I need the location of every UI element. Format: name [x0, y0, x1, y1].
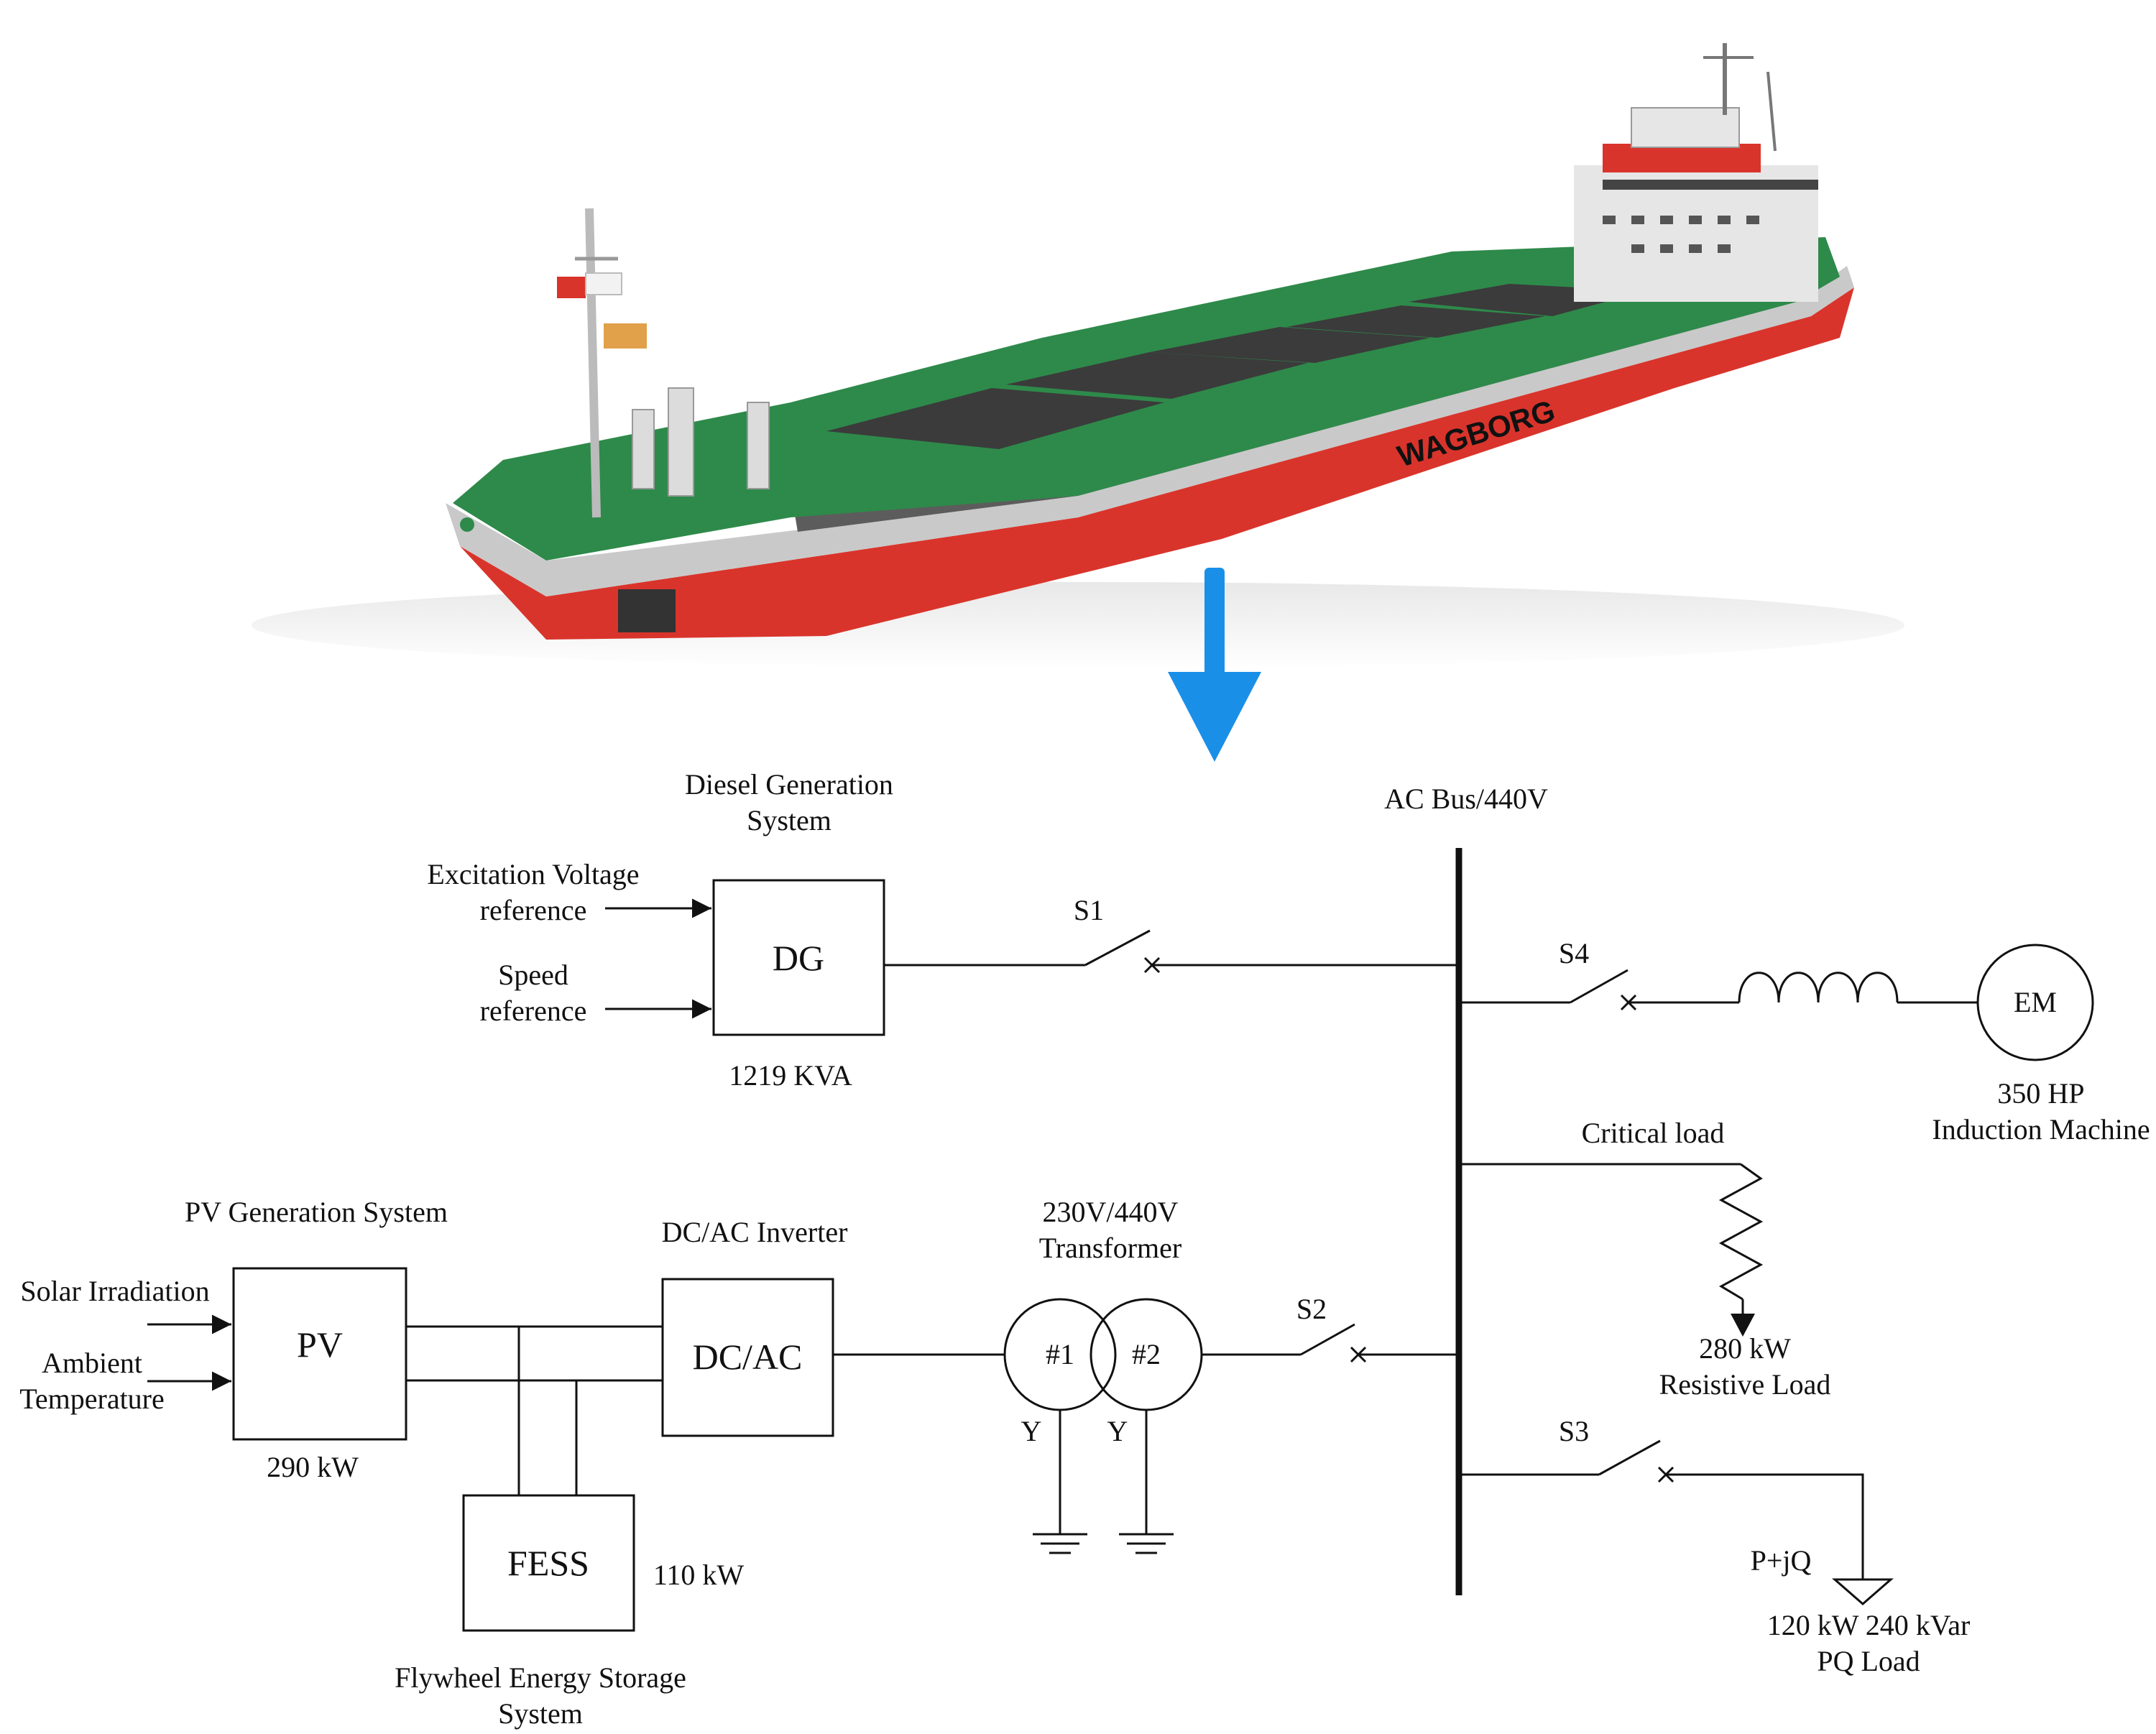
ship-porthole — [553, 528, 568, 543]
ambient-label-line2: Temperature — [19, 1383, 165, 1415]
ship-flag-red — [557, 277, 586, 298]
pq-symbol-label: P+jQ — [1751, 1544, 1812, 1577]
switch-s1-blade — [1084, 929, 1151, 967]
pv-box — [232, 1267, 407, 1441]
motor-label: EM — [2014, 986, 2057, 1018]
inverter-box — [661, 1278, 834, 1437]
motor-rating-line2: Induction Machine — [1932, 1113, 2150, 1145]
inverter-title: DC/AC Inverter — [662, 1216, 848, 1248]
fess-rating: 110 kW — [653, 1559, 745, 1591]
critical-load-label: Critical load — [1582, 1117, 1725, 1149]
fess-title-line2: System — [498, 1697, 583, 1730]
winding-2-label: #2 — [1132, 1338, 1161, 1370]
pv-title: PV Generation System — [185, 1196, 448, 1228]
fess-box — [462, 1494, 635, 1632]
s3-to-pq-wire — [1666, 1473, 1864, 1579]
resistor-ground-arrow — [1731, 1314, 1755, 1337]
diesel-title-line2: System — [747, 804, 831, 836]
pv-rating: 290 kW — [267, 1451, 359, 1483]
ground-symbol — [1119, 1410, 1174, 1554]
switch-s2-blade — [1300, 1323, 1355, 1356]
ship-hatch-covers — [826, 284, 1646, 449]
fess-box-label: FESS — [507, 1543, 589, 1583]
winding-2-connection: Y — [1107, 1415, 1128, 1447]
ship-hull-band — [446, 266, 1854, 596]
excitation-label-line1: Excitation Voltage — [427, 858, 639, 890]
dg-box-label: DG — [773, 938, 824, 978]
winding-1-connection: Y — [1021, 1415, 1042, 1447]
down-arrow-icon — [1168, 568, 1261, 762]
excitation-label-line2: reference — [480, 894, 587, 926]
speed-label-line1: Speed — [498, 959, 568, 991]
ship-flag-orange — [604, 323, 647, 349]
critical-rating-line1: 280 kW — [1699, 1332, 1791, 1365]
ship-bow-hatch — [618, 589, 676, 632]
motor-rating-line1: 350 HP — [1997, 1077, 2084, 1110]
winding-1-label: #1 — [1046, 1338, 1074, 1370]
switch-s4-label: S4 — [1559, 937, 1589, 969]
switch-s3-blade — [1598, 1439, 1661, 1476]
ground-symbol — [1033, 1410, 1087, 1554]
solar-irradiation-label: Solar Irradiation — [20, 1275, 209, 1307]
dg-box — [712, 879, 885, 1036]
fess-title-line1: Flywheel Energy Storage — [395, 1661, 686, 1694]
transformer-title-line1: 230V/440V — [1043, 1196, 1179, 1228]
transformer-title-line2: Transformer — [1039, 1232, 1182, 1264]
ambient-label-line1: Ambient — [42, 1347, 142, 1379]
switch-s2-label: S2 — [1296, 1293, 1327, 1325]
inductor-symbol — [1738, 972, 1899, 1003]
diesel-title-line1: Diesel Generation — [685, 768, 893, 801]
inverter-box-label: DC/AC — [693, 1337, 803, 1377]
ship-forward-mast — [557, 208, 770, 518]
pv-box-label: PV — [297, 1324, 343, 1365]
speed-label-line2: reference — [480, 995, 587, 1027]
ship-superstructure — [1574, 43, 1818, 302]
cargo-ship-illustration: WAGBORG — [252, 43, 1904, 668]
ac-bus-label: AC Bus/440V — [1384, 783, 1548, 815]
ship-shadow — [252, 582, 1904, 668]
resistor-symbol — [1718, 1163, 1764, 1301]
pq-rating-line1: 120 kW 240 kVar — [1767, 1609, 1971, 1641]
critical-rating-line2: Resistive Load — [1659, 1368, 1831, 1401]
motor-circle — [1976, 944, 2094, 1061]
ship-hull-lower — [460, 287, 1854, 640]
switch-s3-label: S3 — [1559, 1415, 1589, 1447]
pq-rating-line2: PQ Load — [1817, 1645, 1920, 1677]
switch-s4-blade — [1570, 969, 1628, 1004]
ship-porthole — [460, 517, 474, 532]
pq-load-symbol — [1831, 1578, 1894, 1605]
switch-s1-label: S1 — [1074, 894, 1104, 926]
dg-rating: 1219 KVA — [729, 1059, 852, 1092]
